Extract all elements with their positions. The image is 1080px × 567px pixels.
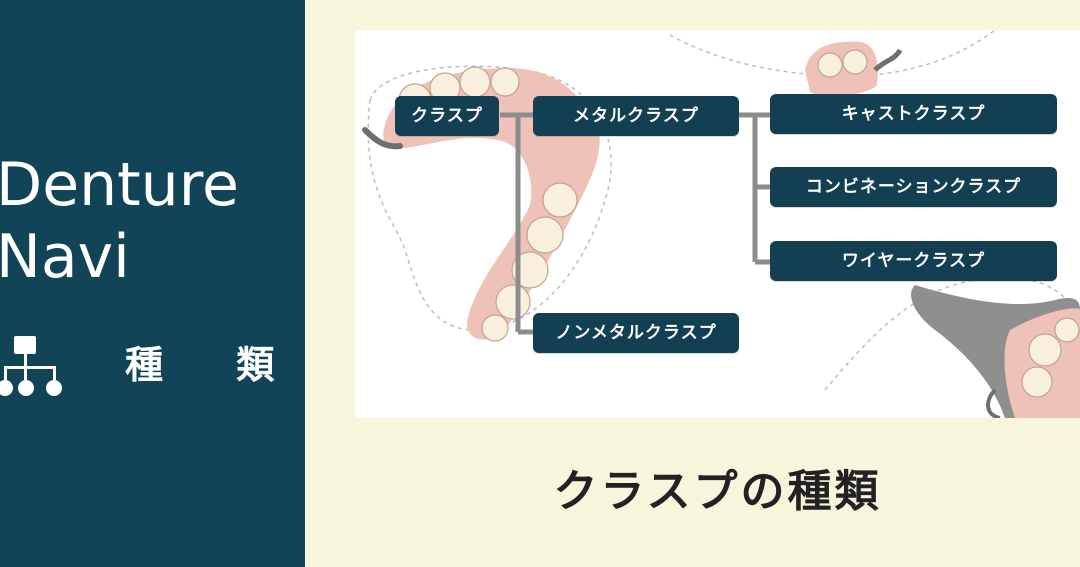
nonmetal-clasp-node: ノンメタルクラスプ (533, 313, 739, 353)
page-caption: クラスプの種類 (553, 466, 882, 517)
category-label: 種 類 (125, 343, 305, 387)
denture-illustration (362, 30, 1080, 418)
combination-clasp-node: コンビネーションクラスプ (770, 167, 1057, 207)
metal-clasp-node: メタルクラスプ (533, 96, 739, 136)
diagram-panel: クラスプ メタルクラスプ ノンメタルクラスプ キャストクラスプ コンビネーション… (355, 30, 1080, 418)
clasp-root-node: クラスプ (395, 96, 499, 136)
cast-clasp-node: キャストクラスプ (770, 94, 1057, 134)
wire-clasp-node: ワイヤークラスプ (770, 241, 1057, 281)
sitemap-icon (0, 336, 62, 396)
brand-name-line2: Navi (0, 222, 130, 292)
brand-name-line1: Denture (0, 150, 239, 220)
sidebar: Denture Navi 種 類 (0, 0, 305, 567)
